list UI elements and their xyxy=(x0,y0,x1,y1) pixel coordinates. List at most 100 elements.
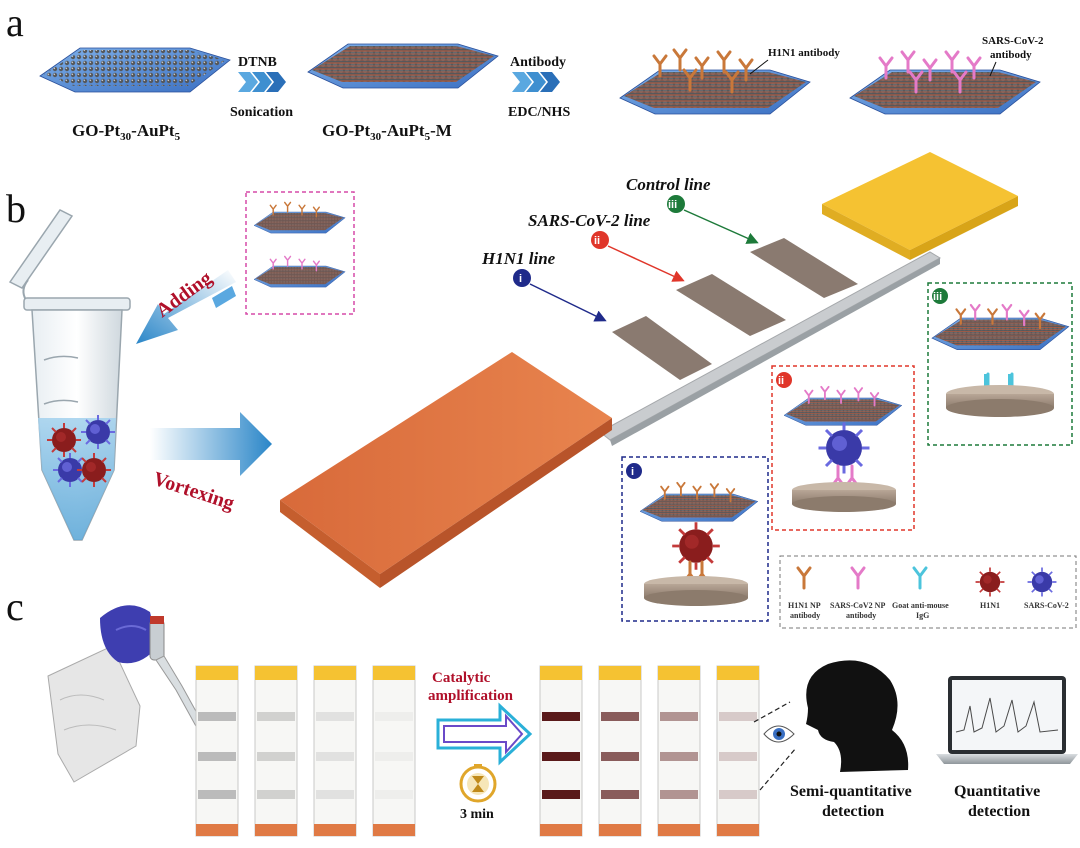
inset-h1n1: i xyxy=(621,456,769,622)
after-strip-3-band-1 xyxy=(660,712,698,721)
catalytic-label-1: Catalytic xyxy=(432,670,491,686)
after-strip-4-band-1 xyxy=(719,712,757,721)
sars-line-label: SARS-CoV-2 line xyxy=(528,211,651,230)
quant-label-2: detection xyxy=(968,803,1030,820)
after-strip-2-band-3 xyxy=(601,790,639,799)
adding-arrow xyxy=(136,270,236,344)
control-line xyxy=(750,238,858,298)
after-strip-1-band-3 xyxy=(542,790,580,799)
legend-1-line2: antibody xyxy=(790,611,820,620)
before-strip-4-band-3 xyxy=(375,790,413,799)
control-line-label: Control line xyxy=(626,175,711,194)
absorbent-pad xyxy=(822,152,1018,250)
svg-text:ii: ii xyxy=(594,235,600,247)
before-strip-4 xyxy=(372,665,416,837)
panel-label-a: a xyxy=(6,0,24,45)
semi-quant-label-2: detection xyxy=(822,803,884,820)
h1n1-test-line xyxy=(612,316,712,380)
vortexing-arrow xyxy=(150,412,272,476)
sars-antibody-pointer xyxy=(989,61,997,77)
laptop xyxy=(936,676,1078,764)
badge-i: i xyxy=(513,269,531,287)
sars-antibody-sheet xyxy=(849,50,1041,115)
lateral-flow-strip xyxy=(280,152,1018,588)
after-strip-3 xyxy=(657,665,701,837)
sample-pad xyxy=(280,352,612,574)
h1n1-antibody-sheet xyxy=(619,48,811,115)
timer-icon xyxy=(459,764,497,803)
before-strip-4-band-1 xyxy=(375,712,413,721)
control-pointer xyxy=(683,209,759,244)
sars-antibody-label-2: antibody xyxy=(990,49,1032,61)
eye-sightlines xyxy=(753,701,797,791)
semi-quant-label-1: Semi-quantitative xyxy=(790,783,912,800)
strips-before xyxy=(195,665,416,837)
material-1-label: GO-Pt30-AuPt5 xyxy=(72,121,181,143)
after-strip-3-band-2 xyxy=(660,752,698,761)
timer-label: 3 min xyxy=(460,807,494,822)
before-strip-3-band-1 xyxy=(316,712,354,721)
h1n1-antibody-label: H1N1 antibody xyxy=(768,47,840,59)
inset-control: iii xyxy=(927,282,1073,446)
after-strip-2-band-2 xyxy=(601,752,639,761)
panel-label-c: c xyxy=(6,584,24,629)
step2-bottom-label: EDC/NHS xyxy=(508,105,570,120)
legend-2-line2: antibody xyxy=(846,611,876,620)
legend-h1n1-icon xyxy=(974,566,1006,598)
legend-3-line2: IgG xyxy=(916,611,929,620)
go-pt-aupt-m-sheet xyxy=(307,43,499,89)
legend-4-line1: H1N1 xyxy=(980,601,1000,610)
before-strip-2-band-3 xyxy=(257,790,295,799)
svg-text:ii: ii xyxy=(778,375,784,387)
legend-sars-icon xyxy=(1026,566,1058,598)
step-arrow-2 xyxy=(512,72,560,92)
legend-3-line1: Goat anti-mouse xyxy=(892,601,949,610)
quant-label-1: Quantitative xyxy=(954,783,1040,800)
badge-ii: ii xyxy=(591,231,609,249)
sars-pointer xyxy=(607,245,685,282)
vortexing-label: Vortexing xyxy=(150,468,236,515)
eye-icon xyxy=(763,725,795,743)
laptop-screen-trace xyxy=(955,697,1059,733)
step1-bottom-label: Sonication xyxy=(230,105,293,120)
after-strip-4-band-2 xyxy=(719,752,757,761)
after-strip-3-band-3 xyxy=(660,790,698,799)
catalytic-arrow xyxy=(436,702,533,766)
step-arrow-1 xyxy=(238,72,286,92)
before-strip-3-band-3 xyxy=(316,790,354,799)
sars-test-line xyxy=(676,274,786,336)
before-strip-3-band-2 xyxy=(316,752,354,761)
after-strip-1-band-2 xyxy=(542,752,580,761)
pipette-hand xyxy=(47,605,222,783)
h1n1-line-label: H1N1 line xyxy=(481,249,556,268)
after-strip-1-band-1 xyxy=(542,712,580,721)
legend: H1N1 NP antibody SARS-CoV2 NP antibody G… xyxy=(779,555,1077,629)
catalytic-label-2: amplification xyxy=(428,688,514,704)
panel-label-b: b xyxy=(6,186,26,231)
svg-text:i: i xyxy=(631,466,634,478)
inset-sars: ii xyxy=(771,365,915,531)
after-strip-4-band-3 xyxy=(719,790,757,799)
after-strip-4 xyxy=(716,665,760,837)
h1n1-antibody-pointer xyxy=(749,59,769,75)
strips-after xyxy=(539,665,760,837)
svg-text:iii: iii xyxy=(668,199,677,211)
material-2-label: GO-Pt30-AuPt5-M xyxy=(322,121,452,143)
person-silhouette xyxy=(806,660,909,772)
before-strip-1 xyxy=(195,665,239,837)
step1-top-label: DTNB xyxy=(238,55,277,70)
legend-2-line1: SARS-CoV2 NP xyxy=(830,601,885,610)
before-strip-4-band-2 xyxy=(375,752,413,761)
after-strip-1 xyxy=(539,665,583,837)
go-pt-aupt-sheet xyxy=(39,47,231,93)
legend-5-line1: SARS-CoV-2 xyxy=(1024,601,1069,610)
before-strip-1-band-1 xyxy=(198,712,236,721)
before-strip-1-band-3 xyxy=(198,790,236,799)
before-strip-2-band-2 xyxy=(257,752,295,761)
after-strip-2 xyxy=(598,665,642,837)
svg-text:i: i xyxy=(519,273,522,285)
step2-top-label: Antibody xyxy=(510,55,566,70)
reagent-box xyxy=(245,191,355,315)
badge-iii: iii xyxy=(667,195,685,213)
